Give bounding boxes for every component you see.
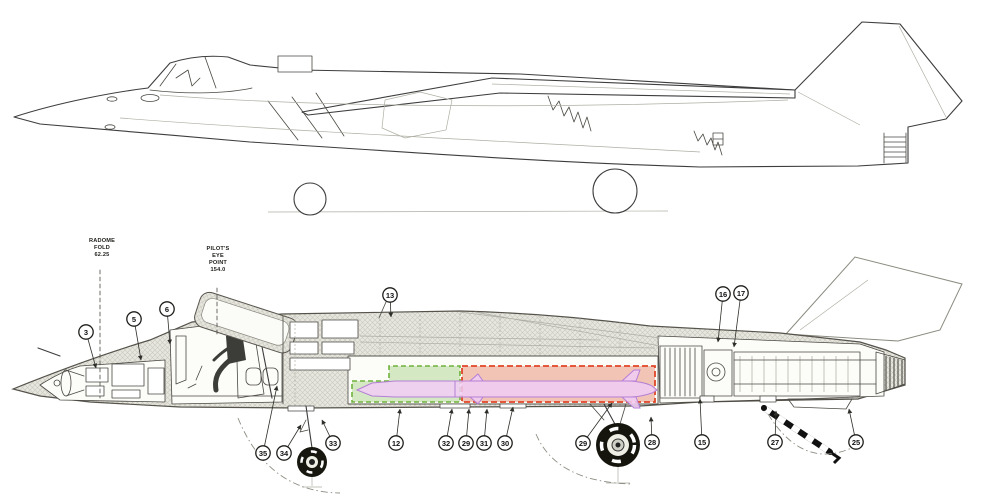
svg-text:29: 29 [579,439,587,448]
svg-text:30: 30 [501,439,509,448]
duct-pair-right [262,367,279,386]
svg-text:15: 15 [698,438,706,447]
svg-text:35: 35 [259,449,267,458]
open-canopy [194,291,299,354]
engine-bay [657,335,885,404]
callout-15: 15 [694,398,710,450]
duct-pair-left [245,367,262,386]
hook-swing-arc [767,413,857,455]
svg-text:28: 28 [648,438,656,447]
callout-34: 34 [276,424,302,461]
avionics-boxes-nose [85,363,165,399]
main-gear [589,403,640,484]
callout-29: 29 [458,408,474,451]
side-profile-drawing [13,21,963,216]
callout-16: 16 [715,286,731,343]
callout-25: 25 [847,408,864,450]
callout-3: 3 [78,324,98,369]
callout-30: 30 [497,406,515,451]
nose-wheel-outline [293,182,327,216]
nozzle-hatch [883,132,907,164]
instrument-panel [175,335,187,385]
tail-fin [784,256,963,342]
wing [301,77,796,116]
main-wheel-outline [592,168,638,214]
callout-6: 6 [159,301,175,345]
access-panel [712,132,724,146]
callout-33: 33 [321,419,341,451]
callout-29: 29 [575,402,613,451]
sensor-fairing [140,94,160,102]
radome-fold-label: RADOME FOLD 62.25 [88,238,116,258]
pilot-seat-lines [175,69,201,87]
nose-gear [287,405,327,488]
svg-text:3: 3 [84,328,88,337]
dorsal-spine-panel [277,55,313,73]
svg-text:34: 34 [280,449,289,458]
svg-text:27: 27 [771,438,779,447]
ground-line [267,210,669,213]
cutaway-drawing [11,256,963,494]
radar-assembly [37,347,85,397]
svg-text:16: 16 [719,290,727,299]
callout-28: 28 [644,416,660,450]
highlight-overlays [351,365,658,409]
nose-gear-swing-arc [237,417,341,494]
missile-highlight [355,369,658,409]
callout-5: 5 [126,311,143,361]
panel-break-right [693,130,723,156]
svg-text:33: 33 [329,439,337,448]
svg-text:25: 25 [852,438,860,447]
equipment-racks [282,315,359,405]
callout-17: 17 [732,285,749,348]
svg-text:6: 6 [165,305,169,314]
callout-12: 12 [388,408,404,451]
callout-31: 31 [476,408,492,451]
svg-text:32: 32 [442,439,450,448]
afterburner-duct [733,351,861,397]
svg-text:29: 29 [462,439,470,448]
canopy [149,56,253,94]
exhaust-nozzle [875,351,906,395]
svg-text:31: 31 [480,439,488,448]
compressor-stages [664,347,696,397]
svg-text:17: 17 [737,289,745,298]
engine [659,345,906,403]
pilots-eye-point-label: PILOT'S EYE POINT 154.0 [206,246,230,273]
callout-27: 27 [767,410,783,450]
callout-32: 32 [438,408,454,451]
svg-text:5: 5 [132,315,136,324]
svg-text:12: 12 [392,439,400,448]
refuel-probe [37,347,61,357]
svg-text:13: 13 [386,291,394,300]
main-gear-swing-arc [535,433,633,485]
hook-fairing [787,398,853,410]
callout-35: 35 [255,385,279,461]
callout-13: 13 [382,287,398,318]
